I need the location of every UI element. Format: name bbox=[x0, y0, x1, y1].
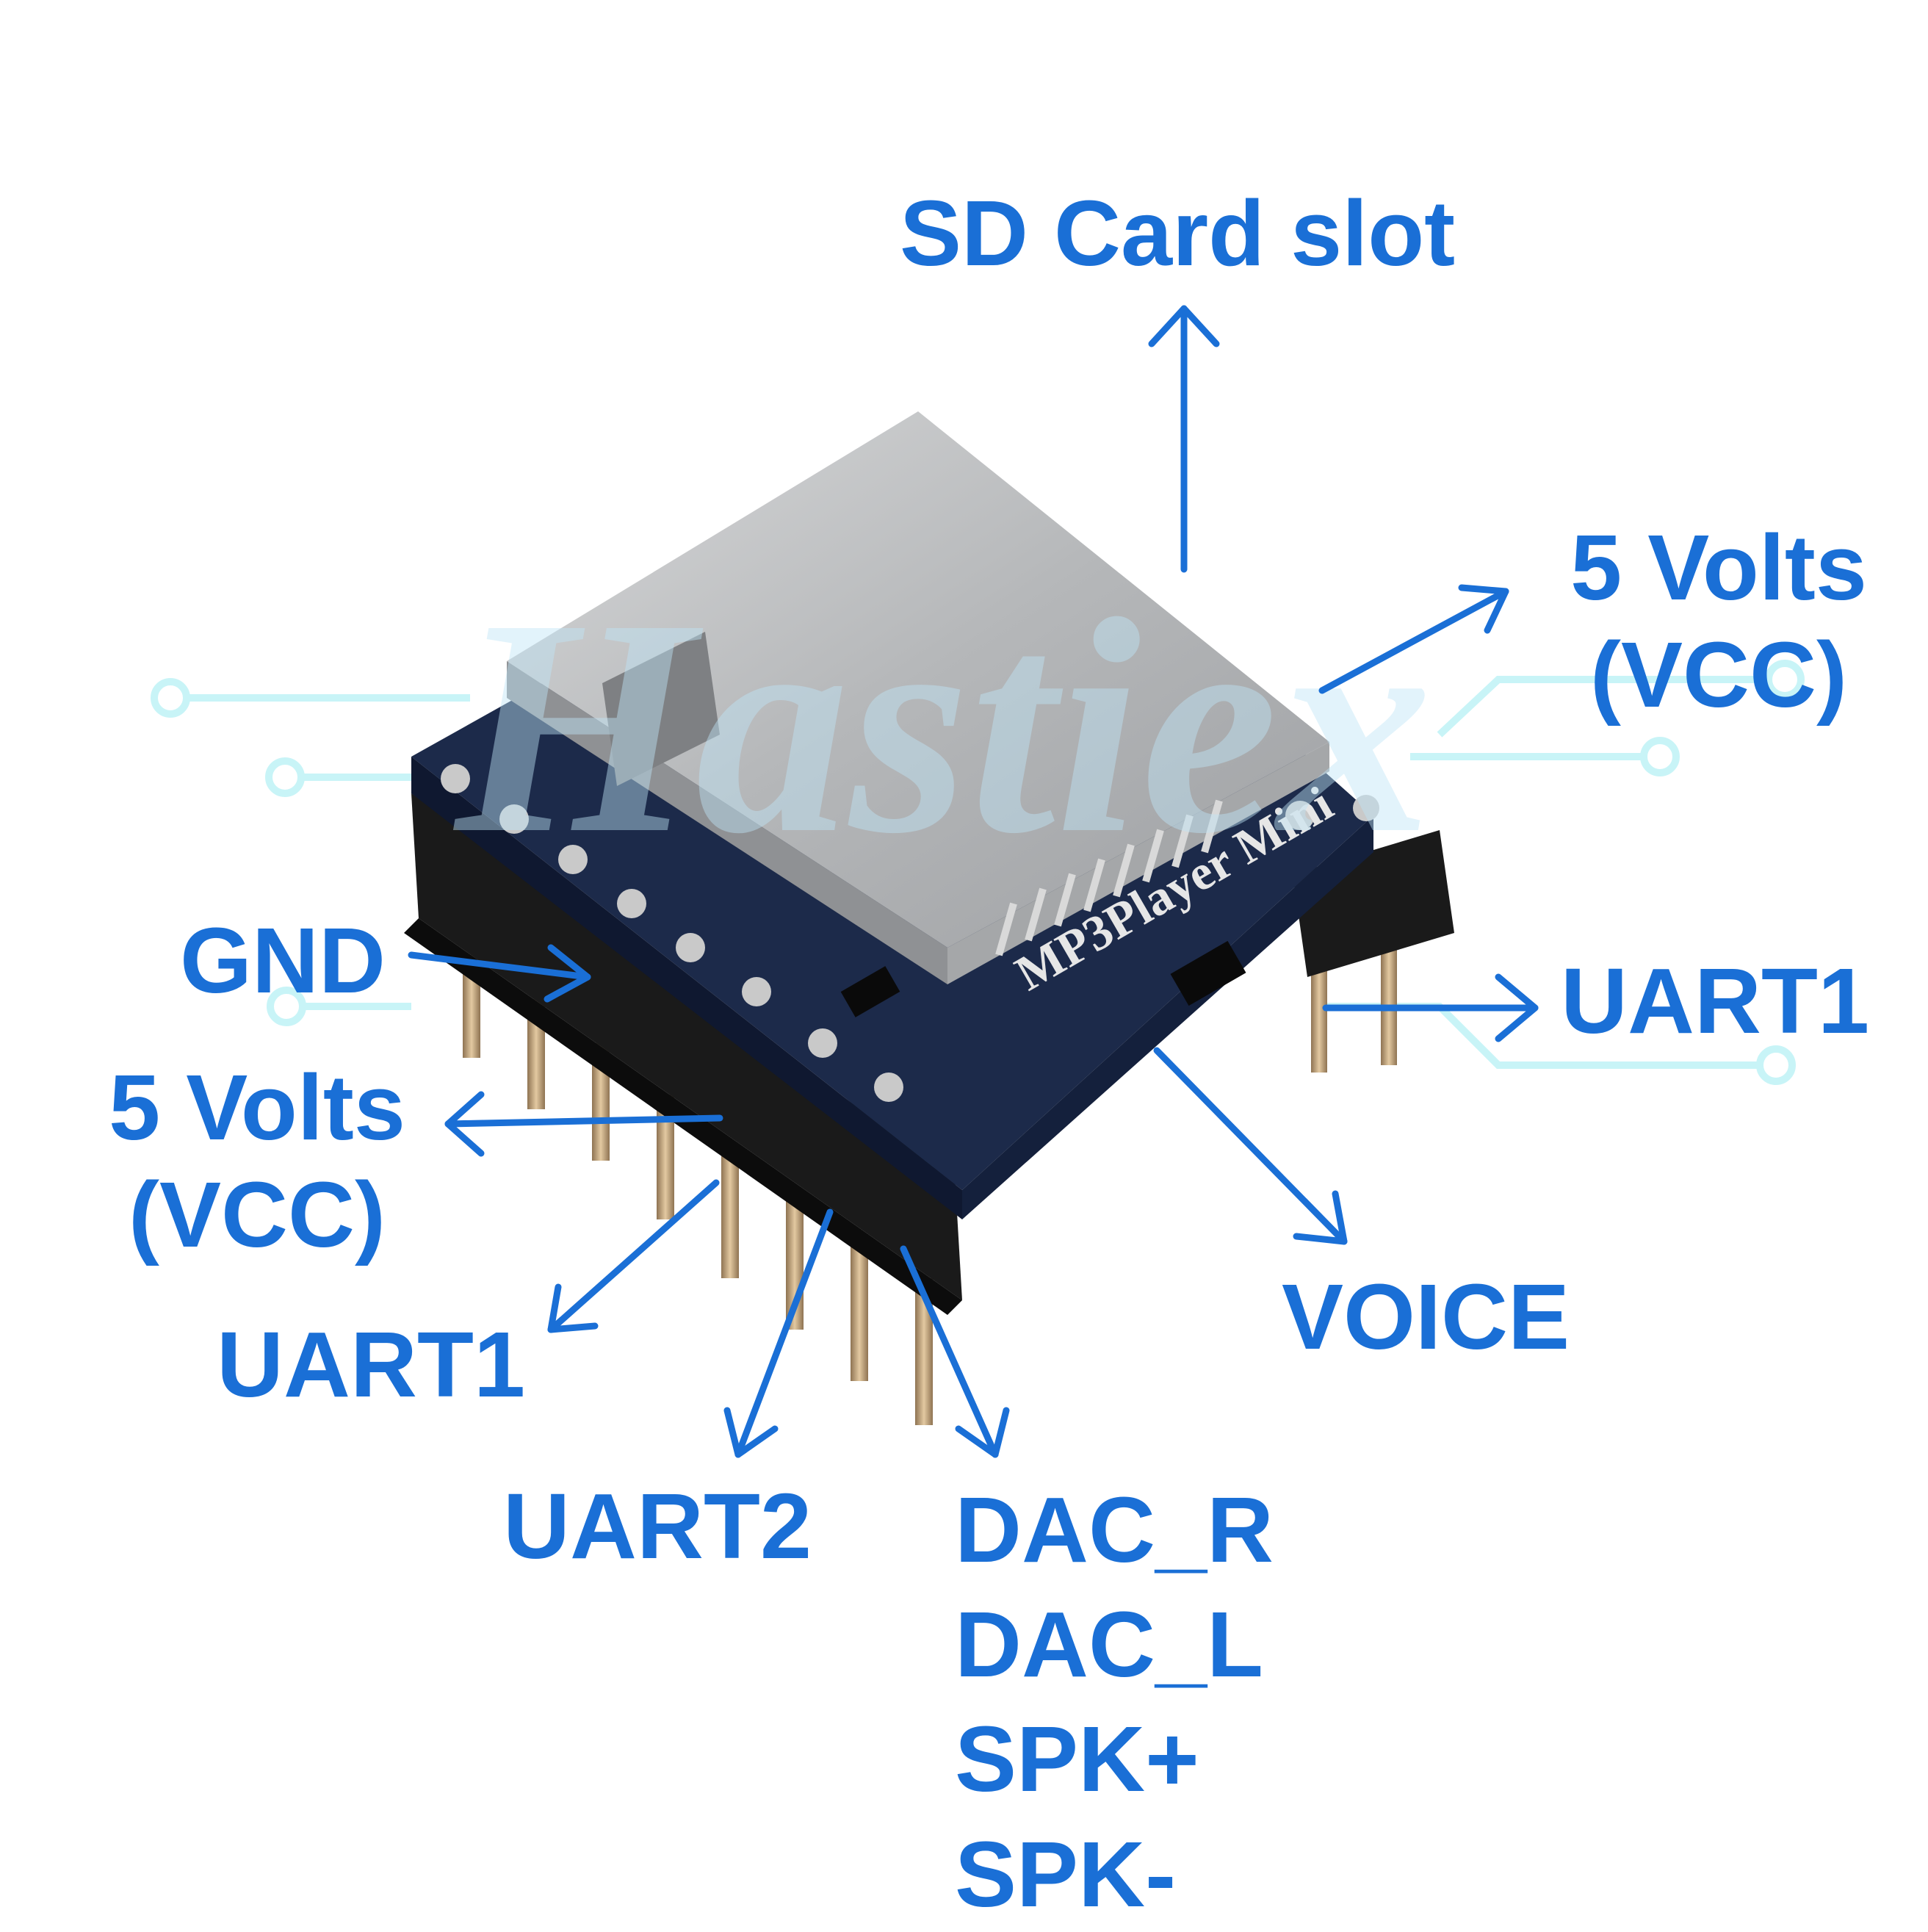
label-uart1-left: UART1 bbox=[217, 1311, 525, 1419]
label-vcc-right: 5 Volts (VCC) bbox=[1539, 514, 1899, 729]
arrow-gnd bbox=[408, 944, 591, 1003]
label-uart1-right-text: UART1 bbox=[1561, 949, 1870, 1053]
label-dac-r: DAC_R bbox=[955, 1478, 1274, 1582]
label-gnd-text: GND bbox=[180, 909, 386, 1012]
label-dac-l: DAC_L bbox=[955, 1593, 1264, 1697]
label-gnd: GND bbox=[180, 907, 386, 1014]
label-sd-card-slot-text: SD Card slot bbox=[900, 181, 1456, 285]
label-spk-minus: SPK- bbox=[955, 1822, 1177, 1926]
arrow-voice bbox=[1153, 1047, 1348, 1245]
label-vcc-left-line1: 5 Volts bbox=[109, 1056, 405, 1159]
arrow-dac-spk bbox=[900, 1245, 1010, 1458]
header-pins-front bbox=[463, 918, 1397, 1425]
label-uart1-right: UART1 bbox=[1561, 948, 1869, 1055]
arrow-vcc-right bbox=[1318, 584, 1509, 694]
label-uart2: UART2 bbox=[503, 1473, 812, 1580]
label-uart2-text: UART2 bbox=[503, 1474, 812, 1578]
arrow-sd-card-slot bbox=[1148, 305, 1220, 573]
label-vcc-left-line2: (VCC) bbox=[129, 1163, 386, 1267]
arrow-uart1-left bbox=[547, 1179, 720, 1333]
label-voice: VOICE bbox=[1282, 1264, 1570, 1371]
label-uart1-left-text: UART1 bbox=[217, 1313, 526, 1416]
label-spk-plus: SPK+ bbox=[955, 1707, 1199, 1812]
arrow-vcc-left bbox=[444, 1091, 723, 1157]
label-vcc-left: 5 Volts (VCC) bbox=[88, 1054, 426, 1269]
watermark: Hastiex bbox=[450, 555, 1432, 897]
sd-card-slot-housing bbox=[507, 411, 1329, 984]
arrow-uart1-right bbox=[1322, 973, 1539, 1042]
label-audio-pins: DAC_R DAC_L SPK+ SPK- bbox=[955, 1473, 1274, 1932]
label-voice-text: VOICE bbox=[1282, 1265, 1570, 1369]
label-vcc-right-line2: (VCC) bbox=[1590, 623, 1847, 727]
label-sd-card-slot: SD Card slot bbox=[900, 180, 1455, 287]
arrow-uart2 bbox=[723, 1208, 834, 1458]
label-vcc-right-line1: 5 Volts bbox=[1570, 516, 1867, 619]
